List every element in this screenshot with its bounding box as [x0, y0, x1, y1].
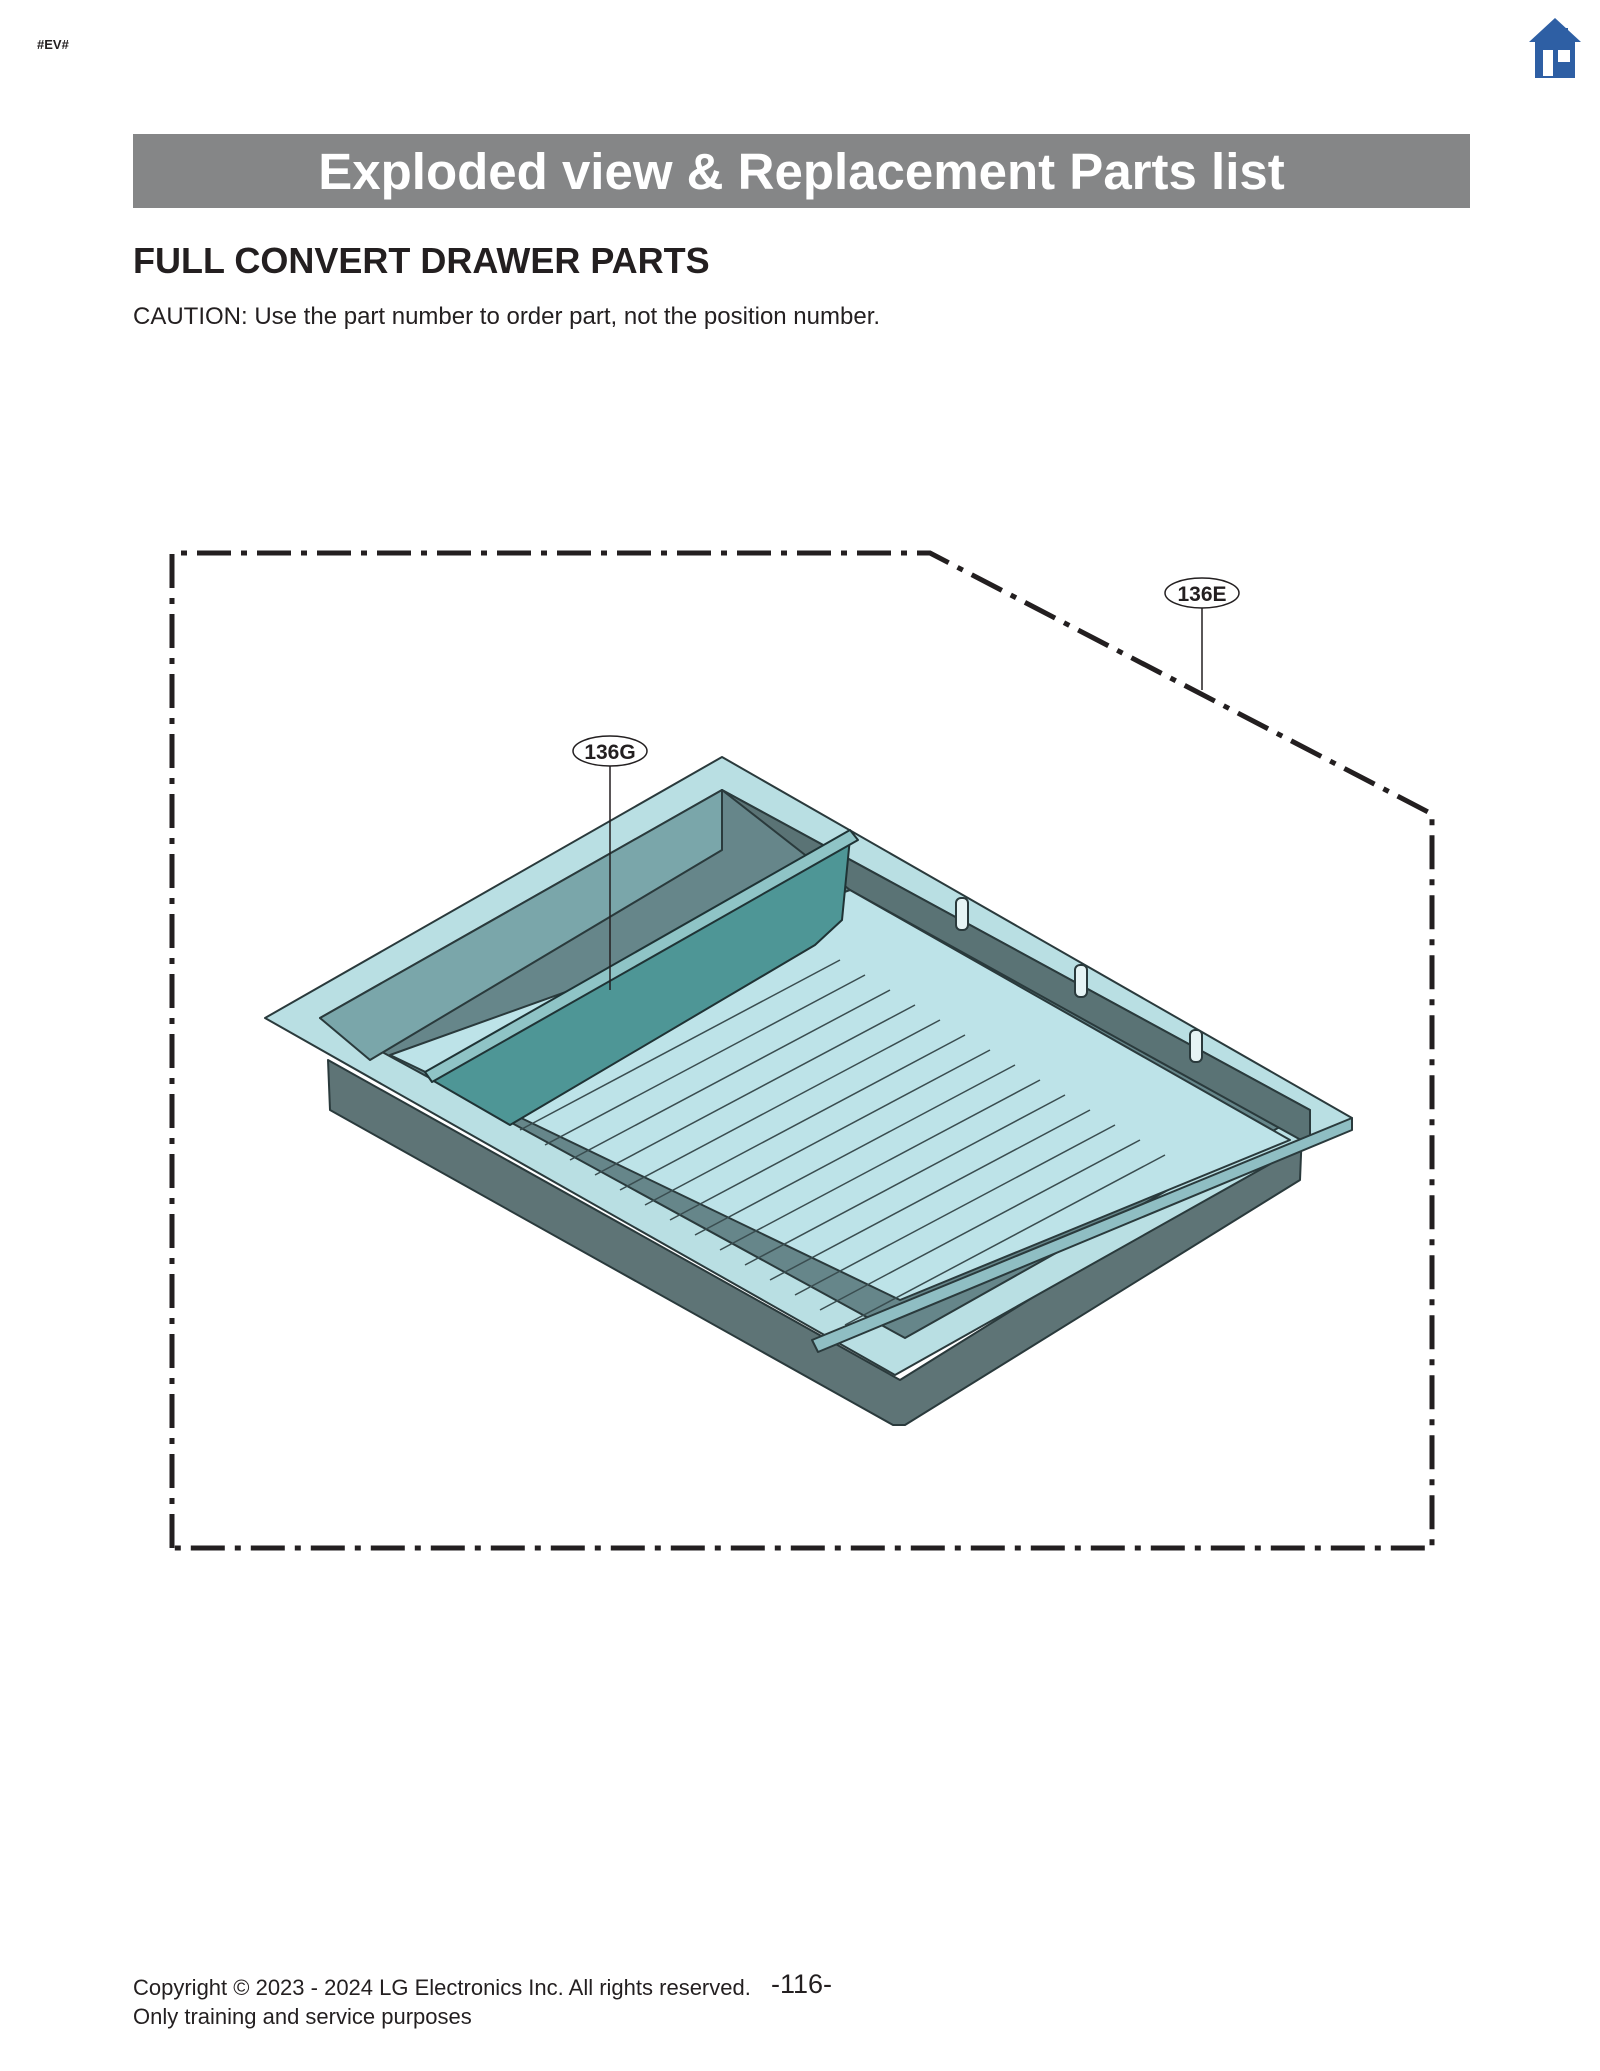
- callout-136g-label: 136G: [584, 741, 635, 764]
- footer-copyright: Copyright © 2023 - 2024 LG Electronics I…: [133, 1975, 751, 2000]
- page-tag: #EV#: [37, 37, 69, 52]
- banner-title: Exploded view & Replacement Parts list: [318, 142, 1285, 200]
- assembly-boundary: [169, 550, 1435, 1551]
- home-button[interactable]: [1528, 16, 1582, 80]
- home-icon: [1529, 18, 1581, 78]
- callout-136g: 136G: [572, 735, 648, 990]
- section-title: FULL CONVERT DRAWER PARTS: [133, 240, 710, 281]
- page-number: -116-: [771, 1969, 833, 1999]
- drawer-divider: [424, 829, 859, 1126]
- callout-136e: 136E: [1164, 577, 1240, 690]
- footer: Copyright © 2023 - 2024 LG Electronics I…: [133, 1973, 751, 2031]
- caution-note: CAUTION: Use the part number to order pa…: [133, 303, 881, 330]
- page-banner: Exploded view & Replacement Parts list: [133, 134, 1470, 208]
- callout-136e-label: 136E: [1177, 583, 1226, 606]
- footer-purpose: Only training and service purposes: [133, 2004, 472, 2029]
